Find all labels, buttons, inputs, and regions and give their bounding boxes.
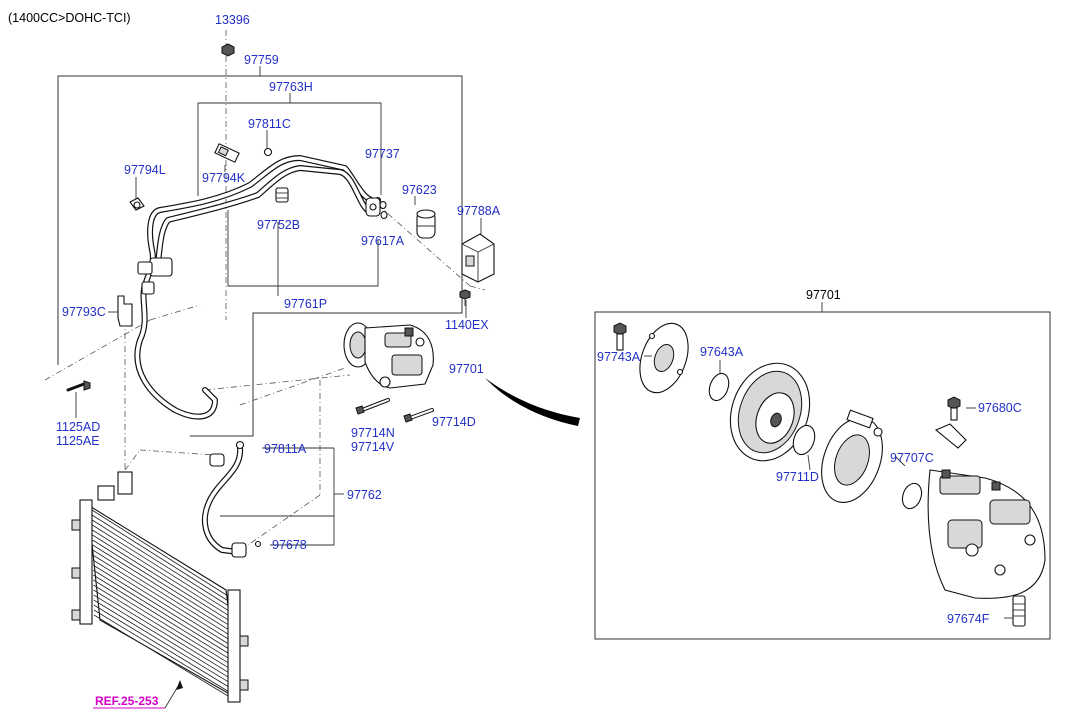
condenser-fins [91, 509, 229, 697]
label-97761p[interactable]: 97761P [284, 297, 327, 311]
o-ring-97811c[interactable] [263, 147, 273, 157]
label-97701-main[interactable]: 97701 [449, 362, 484, 376]
discharge-pipe[interactable] [155, 165, 375, 265]
compressor-assembly[interactable] [343, 322, 434, 389]
label-97794l[interactable]: 97794L [124, 163, 166, 177]
bolt-1125ad[interactable] [66, 380, 91, 392]
label-97680c[interactable]: 97680C [978, 401, 1022, 415]
snap-ring-97711d[interactable] [789, 422, 818, 457]
bolt-97743a[interactable] [613, 322, 627, 351]
label-97714d[interactable]: 97714D [432, 415, 476, 429]
detail-title-97701: 97701 [806, 288, 841, 302]
compressor-body-detail[interactable] [927, 469, 1046, 599]
assembly-centerlines [44, 30, 486, 546]
label-97743a[interactable]: 97743A [597, 350, 641, 364]
bolt-1140ex[interactable] [459, 289, 471, 306]
engine-spec-note: (1400CC>DOHC-TCI) [8, 11, 131, 25]
label-97752b[interactable]: 97752B [257, 218, 300, 232]
bolt-97714d[interactable] [403, 408, 434, 423]
pipe-clamp-block [137, 257, 173, 295]
label-97762[interactable]: 97762 [347, 488, 382, 502]
label-97714n[interactable]: 97714N [351, 426, 395, 440]
detail-part-labels: 97701 97743A 97643A 97680C 97711D 97707C… [597, 288, 1022, 626]
part-labels: 13396 97759 97763H 97811C 97737 97794L 9… [56, 13, 501, 552]
label-1125ad[interactable]: 1125AD [56, 420, 100, 434]
liquid-pipe-97762[interactable] [201, 445, 247, 558]
bracket-clip [934, 423, 967, 449]
snap-ring-97707c[interactable] [899, 481, 925, 512]
label-97759[interactable]: 97759 [244, 53, 279, 67]
field-coil[interactable] [811, 409, 894, 511]
label-97617a[interactable]: 97617A [361, 234, 405, 248]
cap-97752b[interactable] [275, 187, 289, 203]
liquid-pipe-bracket [220, 447, 344, 546]
condenser[interactable] [71, 471, 249, 703]
pipe-assembly-frame [57, 66, 463, 437]
label-97711d[interactable]: 97711D [776, 470, 819, 484]
o-ring-97811a[interactable] [235, 440, 245, 450]
bracket-97793c[interactable] [117, 295, 133, 327]
detail-leaders [644, 355, 1013, 619]
label-1140ex[interactable]: 1140EX [445, 318, 489, 332]
clip-97794l[interactable] [129, 197, 145, 211]
cover-97788a[interactable] [461, 233, 495, 283]
pipe-flange-97737 [365, 197, 381, 217]
label-97623[interactable]: 97623 [402, 183, 437, 197]
label-97707c[interactable]: 97707C [890, 451, 934, 465]
compressor-detail-frame [594, 302, 1051, 640]
label-97678[interactable]: 97678 [272, 538, 307, 552]
label-97793c[interactable]: 97793C [62, 305, 106, 319]
label-97794k[interactable]: 97794K [202, 171, 246, 185]
label-13396[interactable]: 13396 [215, 13, 250, 27]
o-rings-97617a[interactable] [379, 200, 388, 220]
label-97763h[interactable]: 97763H [269, 80, 313, 94]
bolt-97714n[interactable] [355, 398, 390, 415]
label-97811c[interactable]: 97811C [248, 117, 291, 131]
valve-97623[interactable] [416, 209, 436, 239]
bolt-97680c[interactable] [947, 396, 961, 421]
shim-ring[interactable] [706, 371, 732, 403]
label-97788a[interactable]: 97788A [457, 204, 501, 218]
detail-callout-arrow [485, 378, 580, 426]
ref-link-group[interactable]: REF.25-253 [93, 680, 183, 709]
label-1125ae[interactable]: 1125AE [56, 434, 100, 448]
ref-25-253-link[interactable]: REF.25-253 [95, 694, 159, 708]
pulley[interactable] [717, 352, 823, 472]
service-valve-97794k[interactable] [214, 143, 240, 163]
label-97643a[interactable]: 97643A [700, 345, 744, 359]
front-plate-97643a[interactable] [631, 317, 697, 400]
bolt-13396[interactable] [221, 43, 235, 57]
o-ring-97678[interactable] [254, 540, 262, 548]
label-97674f[interactable]: 97674F [947, 612, 990, 626]
label-97714v[interactable]: 97714V [351, 440, 395, 454]
label-97737[interactable]: 97737 [365, 147, 400, 161]
suction-pipe[interactable] [134, 155, 381, 420]
label-97811a[interactable]: 97811A [264, 442, 307, 456]
relief-valve-97674f[interactable] [1012, 595, 1026, 627]
